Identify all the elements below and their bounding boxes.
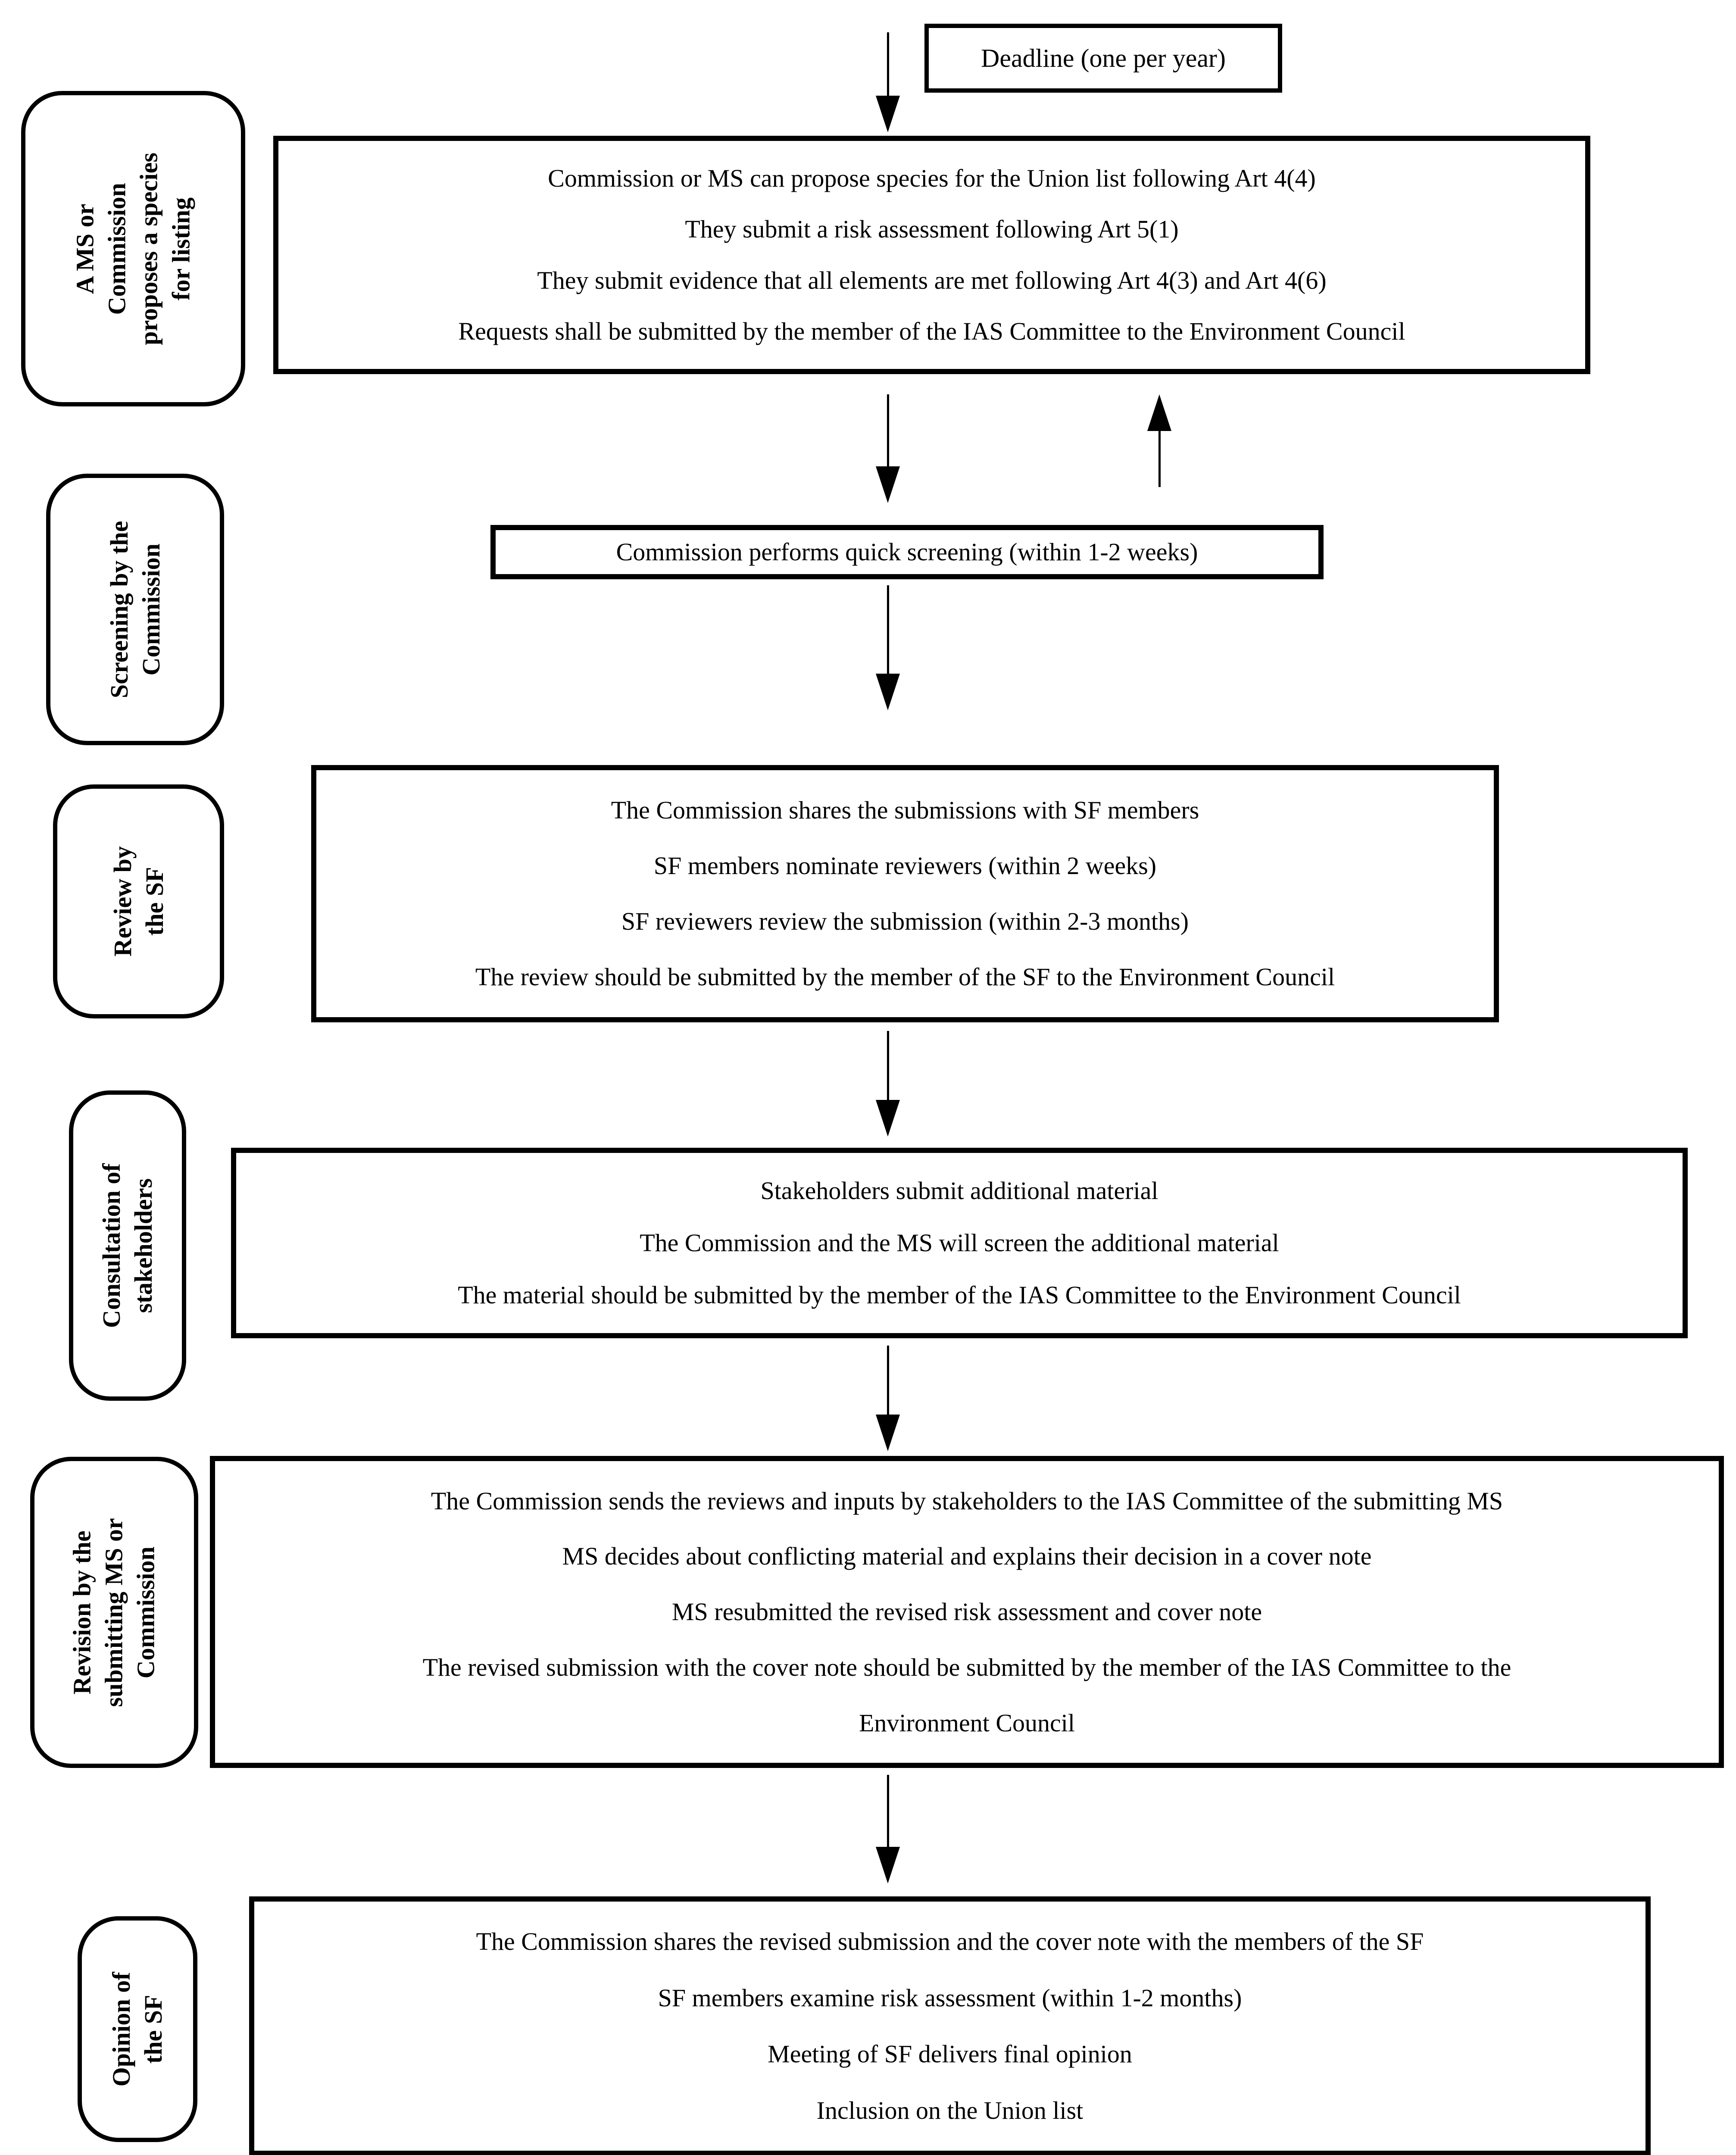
stage-label-opinion-text: Opinion of the SF xyxy=(106,1921,169,2137)
arrow-deadline-to-proposal-line xyxy=(887,32,889,98)
revision-line: The revised submission with the cover no… xyxy=(422,1653,1511,1681)
opinion-line: Inclusion on the Union list xyxy=(816,2096,1083,2124)
stage-label-consultation: Consultation of stakeholders xyxy=(69,1090,186,1401)
stage-label-revision: Revision by the submitting MS or Commiss… xyxy=(30,1457,198,1768)
stage-label-review: Review by the SF xyxy=(53,784,224,1018)
stage-label-revision-text: Revision by the submitting MS or Commiss… xyxy=(66,1464,162,1761)
opinion-line: SF members examine risk assessment (with… xyxy=(658,1983,1242,2012)
label-line: submitting MS or xyxy=(100,1518,128,1707)
label-line: the SF xyxy=(140,867,169,936)
arrow-review-to-consultation-head-icon xyxy=(876,1100,900,1137)
opinion-box: The Commission shares the revised submis… xyxy=(249,1896,1651,2155)
label-line: Commission xyxy=(137,543,165,676)
label-line: the SF xyxy=(139,1995,167,2064)
stage-label-screening: Screening by the Commission xyxy=(46,474,224,745)
label-line: Screening by the xyxy=(105,521,133,698)
arrow-proposal-to-screening-line xyxy=(887,394,889,468)
opinion-line: The Commission shares the revised submis… xyxy=(476,1927,1424,1956)
arrow-consultation-to-revision-head-icon xyxy=(876,1415,900,1451)
consultation-line: The material should be submitted by the … xyxy=(458,1281,1461,1309)
label-line: A MS or xyxy=(71,203,99,294)
review-line: The Commission shares the submissions wi… xyxy=(611,796,1199,824)
arrow-deadline-to-proposal-head-icon xyxy=(876,96,900,132)
review-line: SF reviewers review the submission (with… xyxy=(621,907,1189,936)
arrow-review-to-consultation-line xyxy=(887,1031,889,1102)
arrow-revision-to-opinion-head-icon xyxy=(876,1847,900,1883)
revision-line: Environment Council xyxy=(859,1708,1075,1737)
arrow-revision-to-opinion-line xyxy=(887,1775,889,1849)
label-line: Commission xyxy=(103,182,131,315)
label-line: Review by xyxy=(108,846,137,957)
revision-box: The Commission sends the reviews and inp… xyxy=(210,1456,1724,1768)
revision-line: The Commission sends the reviews and inp… xyxy=(431,1487,1503,1515)
stage-label-screening-text: Screening by the Commission xyxy=(103,480,167,739)
screening-box: Commission performs quick screening (wit… xyxy=(490,525,1324,579)
arrow-proposal-to-screening-head-icon xyxy=(876,466,900,503)
revision-line: MS resubmitted the revised risk assessme… xyxy=(671,1598,1262,1626)
arrow-screening-to-review-line xyxy=(887,585,889,676)
stage-label-proposal-text: A MS or Commission proposes a species fo… xyxy=(69,98,197,400)
proposal-box: Commission or MS can propose species for… xyxy=(273,136,1590,374)
stage-label-proposal: A MS or Commission proposes a species fo… xyxy=(21,91,245,406)
screening-line: Commission performs quick screening (wit… xyxy=(616,538,1198,566)
review-box: The Commission shares the submissions wi… xyxy=(311,765,1499,1022)
arrow-screening-to-proposal-line xyxy=(1158,429,1161,487)
revision-line: MS decides about conflicting material an… xyxy=(562,1542,1372,1571)
deadline-label: Deadline (one per year) xyxy=(980,44,1226,72)
label-line: Commission xyxy=(132,1546,160,1679)
proposal-line: They submit a risk assessment following … xyxy=(685,215,1179,244)
consultation-line: The Commission and the MS will screen th… xyxy=(640,1229,1279,1257)
label-line: Consultation of xyxy=(97,1163,125,1328)
proposal-line: Commission or MS can propose species for… xyxy=(548,164,1316,193)
proposal-line: They submit evidence that all elements a… xyxy=(537,266,1327,294)
proposal-line: Requests shall be submitted by the membe… xyxy=(458,317,1405,345)
stage-label-review-text: Review by the SF xyxy=(106,790,170,1014)
arrow-consultation-to-revision-line xyxy=(887,1346,889,1417)
opinion-line: Meeting of SF delivers final opinion xyxy=(768,2040,1132,2068)
arrow-screening-to-review-head-icon xyxy=(876,674,900,710)
review-line: The review should be submitted by the me… xyxy=(475,963,1335,991)
label-line: Opinion of xyxy=(107,1972,135,2086)
consultation-line: Stakeholders submit additional material xyxy=(760,1177,1158,1205)
label-line: for listing xyxy=(167,197,195,300)
label-line: proposes a species xyxy=(135,152,163,345)
label-line: stakeholders xyxy=(129,1178,157,1313)
deadline-box: Deadline (one per year) xyxy=(924,24,1282,93)
review-line: SF members nominate reviewers (within 2 … xyxy=(653,851,1157,880)
arrow-screening-to-proposal-head-icon xyxy=(1147,394,1171,431)
label-line: Revision by the xyxy=(68,1530,96,1695)
stage-label-opinion: Opinion of the SF xyxy=(78,1916,197,2142)
stage-label-consultation-text: Consultation of stakeholders xyxy=(96,1097,159,1394)
consultation-box: Stakeholders submit additional material … xyxy=(231,1148,1688,1338)
